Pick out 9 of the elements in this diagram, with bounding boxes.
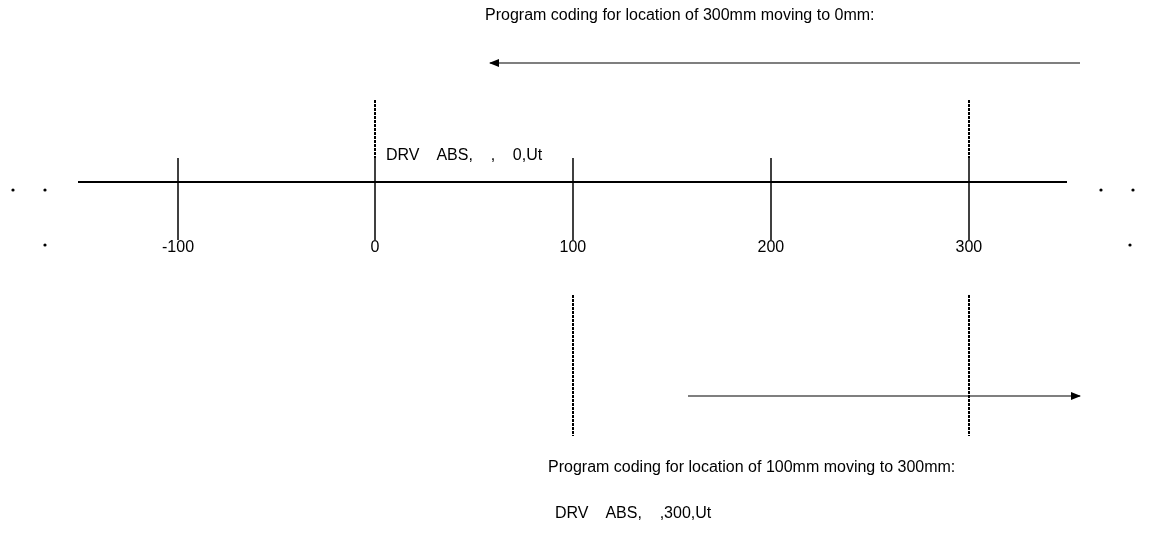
tick-label: 200: [757, 238, 785, 256]
tick-label: 300: [955, 238, 983, 256]
heading-note: Program coding for location of 100mm moving to 300mm:: [548, 458, 956, 476]
tick-label: 100: [559, 238, 587, 256]
tick-label: 0: [370, 238, 380, 256]
heading-note: Program coding for location of 300mm moving to 0mm:: [485, 6, 875, 24]
code-line: DRV ABS, ,300,Ut: [555, 504, 712, 522]
code-line: DRV ABS, , 0,Ut: [386, 146, 543, 164]
tick-label: -100: [162, 238, 195, 256]
